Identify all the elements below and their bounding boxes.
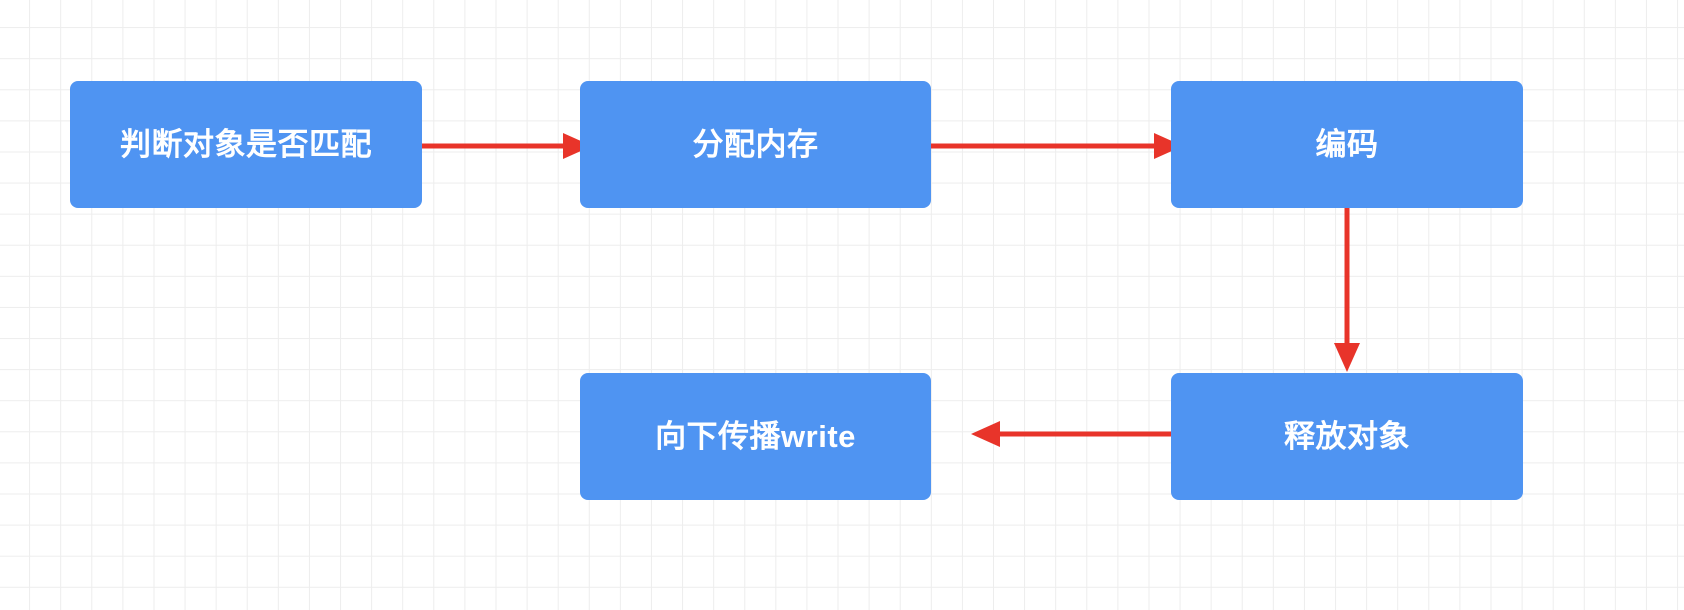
node-label: 判断对象是否匹配 [120, 126, 372, 162]
node-label: 释放对象 [1284, 418, 1410, 454]
edge-judge-object-match-to-allocate-memory [422, 133, 592, 159]
node-label: 分配内存 [692, 126, 819, 162]
node-allocate-memory[interactable]: 分配内存 [580, 81, 931, 208]
edge-encode-to-release-object [1334, 208, 1360, 372]
node-judge-object-match[interactable]: 判断对象是否匹配 [70, 81, 422, 208]
node-propagate-write[interactable]: 向下传播write [580, 373, 931, 500]
node-label: 向下传播write [655, 418, 856, 454]
node-release-object[interactable]: 释放对象 [1171, 373, 1523, 500]
edge-allocate-memory-to-encode [931, 133, 1183, 159]
node-encode[interactable]: 编码 [1171, 81, 1523, 208]
node-label: 编码 [1315, 126, 1379, 162]
edge-release-object-to-propagate-write [971, 421, 1171, 447]
